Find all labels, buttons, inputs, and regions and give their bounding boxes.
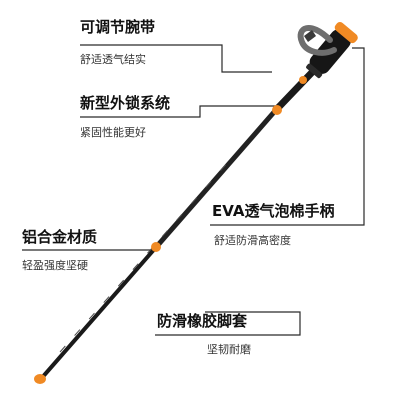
material-subtitle: 轻盈强度坚硬: [22, 259, 88, 272]
lock-ring-top: [299, 76, 307, 84]
lock-title: 新型外锁系统: [80, 94, 171, 112]
handle-title: EVA透气泡棉手柄: [212, 202, 335, 220]
rubber-tip-cap: [34, 374, 46, 384]
handle-top-cap: [334, 22, 358, 44]
strap-leader-line: [80, 44, 272, 73]
handle-collar: [306, 63, 323, 79]
lock-subtitle: 紧固性能更好: [80, 126, 146, 139]
rubber-tip: [34, 374, 46, 384]
pole-lower-section: [38, 243, 160, 382]
lock-leader-line: [80, 105, 276, 118]
lock-ring-lower: [151, 242, 161, 252]
strap-subtitle: 舒适透气结实: [80, 53, 146, 66]
handle-leader-line: [210, 47, 365, 226]
wrist-strap: [297, 25, 337, 56]
material-title: 铝合金材质: [22, 228, 98, 246]
callout-lines: [22, 44, 365, 336]
pole-middle-section: [156, 109, 277, 247]
tip-subtitle: 坚韧耐磨: [207, 343, 251, 356]
lock-rings: [151, 76, 307, 252]
tip-leader-line: [155, 311, 301, 336]
strap-buckle: [304, 30, 316, 42]
lock-ring-upper: [272, 105, 282, 115]
strap-title: 可调节腕带: [80, 18, 156, 36]
strap-loop: [297, 25, 337, 56]
tip-title: 防滑橡胶脚套: [157, 312, 248, 330]
handle-subtitle: 舒适防滑高密度: [214, 234, 291, 247]
